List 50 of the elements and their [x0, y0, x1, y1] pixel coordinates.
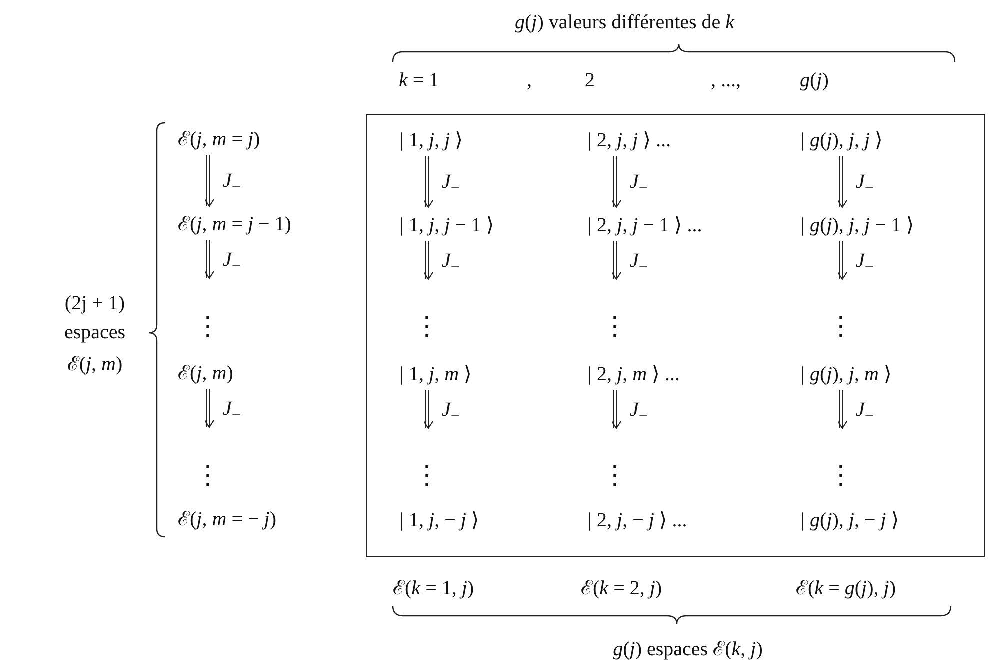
- subspace-label: ℰ(k = g(j), j): [796, 578, 896, 600]
- state-text: | 2, j, − j ⟩ ...: [588, 510, 688, 532]
- vertical-ellipsis: ⋮: [195, 463, 221, 489]
- vertical-ellipsis: ⋮: [828, 314, 854, 340]
- state-text: ℰ(j, m = j − 1): [178, 214, 292, 236]
- double-arrow: [837, 156, 848, 208]
- vertical-ellipsis: ⋮: [195, 314, 221, 340]
- state-text: | 1, j, j ⟩: [400, 130, 463, 152]
- subspace-label: ℰ(k = 2, j): [581, 578, 662, 600]
- state-text: | g(j), j, j ⟩: [801, 130, 883, 152]
- index-label: k = 1: [399, 70, 440, 92]
- state-text: | 2, j, j − 1 ⟩ ...: [588, 214, 702, 238]
- double-arrow: [611, 241, 622, 280]
- state-text: | 1, j, j − 1 ⟩: [400, 214, 494, 238]
- state-text: | 2, j, j ⟩ ...: [588, 130, 671, 152]
- double-arrow: [204, 389, 215, 428]
- state-text: | 1, j, m ⟩: [400, 364, 472, 386]
- brace-label: g(j) espaces ℰ(k, j): [613, 638, 763, 662]
- vertical-ellipsis: ⋮: [602, 314, 628, 340]
- double-arrow: [837, 390, 848, 430]
- double-arrow: [423, 156, 434, 208]
- vertical-ellipsis: ⋮: [414, 314, 440, 340]
- basis-table-frame: [366, 114, 985, 557]
- vertical-ellipsis: ⋮: [414, 463, 440, 489]
- brace-label: ℰ(j, m): [67, 354, 123, 376]
- vertical-ellipsis: ⋮: [602, 463, 628, 489]
- double-arrow: [423, 390, 434, 430]
- state-text: ℰ(j, m = j): [178, 128, 260, 152]
- double-arrow: [423, 241, 434, 280]
- brace-label: espaces: [64, 322, 126, 344]
- state-text: ℰ(j, m): [178, 362, 234, 386]
- separator: , ...,: [711, 70, 741, 92]
- double-arrow: [611, 390, 622, 430]
- double-arrow: [611, 156, 622, 208]
- vertical-ellipsis: ⋮: [828, 463, 854, 489]
- state-text: | 2, j, m ⟩ ...: [588, 364, 680, 386]
- state-text: | g(j), j, j − 1 ⟩: [801, 214, 914, 238]
- index-label: 2: [585, 70, 595, 92]
- brace-label: g(j) valeurs différentes de k: [515, 12, 735, 34]
- state-text: ℰ(j, m = − j): [178, 508, 276, 532]
- subspace-label: ℰ(k = 1, j): [393, 578, 474, 600]
- state-text: | 1, j, − j ⟩: [400, 510, 480, 532]
- double-arrow: [204, 240, 215, 280]
- double-arrow: [204, 155, 215, 208]
- separator: ,: [527, 70, 532, 92]
- index-label: g(j): [800, 70, 829, 92]
- double-arrow: [837, 241, 848, 280]
- state-text: | g(j), j, m ⟩: [801, 364, 892, 386]
- state-text: | g(j), j, − j ⟩: [801, 510, 900, 532]
- brace-label: (2j + 1): [64, 292, 126, 316]
